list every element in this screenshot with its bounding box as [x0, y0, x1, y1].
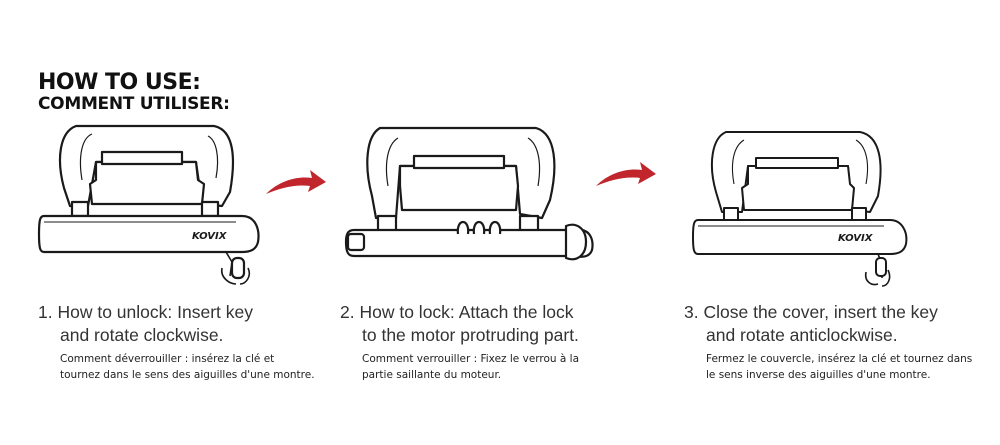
step-1-fr-line1: Comment déverrouiller : insérez la clé e… [60, 353, 275, 365]
step-2-fr-line1: Comment verrouiller : Fixez le verrou à … [362, 353, 580, 365]
step-1-line2: and rotate clockwise. [60, 325, 224, 345]
lock-illustration-lock [344, 126, 594, 261]
brand-logo-2: KOVIX [838, 233, 874, 244]
step-2-instructions: 2. How to lock: Attach the lock to the m… [340, 301, 579, 347]
step-2-line1: How to lock: Attach the lock [359, 302, 574, 322]
lock-illustration-close: KOVIX [692, 131, 908, 287]
step-2-number: 2. [340, 302, 355, 322]
arrow-2 [596, 162, 656, 186]
page-subtitle: COMMENT UTILISER: [38, 94, 230, 114]
arrow-1 [266, 170, 326, 194]
step-1-fr-line2: tournez dans le sens des aiguilles d'une… [60, 369, 315, 381]
lock-illustration-unlock: KOVIX [37, 124, 260, 285]
step-3-instructions: 3. Close the cover, insert the key and r… [684, 301, 938, 347]
step-3-fr-line2: le sens inverse des aiguilles d'une mont… [706, 369, 931, 381]
step-3-french: Fermez le couvercle, insérez la clé et t… [706, 351, 972, 383]
step-1-french: Comment déverrouiller : insérez la clé e… [60, 351, 315, 383]
step-2-line2: to the motor protruding part. [362, 325, 579, 345]
step-3-line2: and rotate anticlockwise. [706, 325, 898, 345]
step-3-line1: Close the cover, insert the key [703, 302, 938, 322]
step-1-instructions: 1. How to unlock: Insert key and rotate … [38, 301, 253, 347]
step-2-fr-line2: partie saillante du moteur. [362, 369, 502, 381]
step-2-french: Comment verrouiller : Fixez le verrou à … [362, 351, 579, 383]
step-1-number: 1. [38, 302, 53, 322]
brand-logo: KOVIX [192, 231, 228, 242]
step-3-number: 3. [684, 302, 699, 322]
step-1-line1: How to unlock: Insert key [57, 302, 253, 322]
step-3-fr-line1: Fermez le couvercle, insérez la clé et t… [706, 353, 973, 365]
page-title: HOW TO USE: [38, 70, 201, 95]
